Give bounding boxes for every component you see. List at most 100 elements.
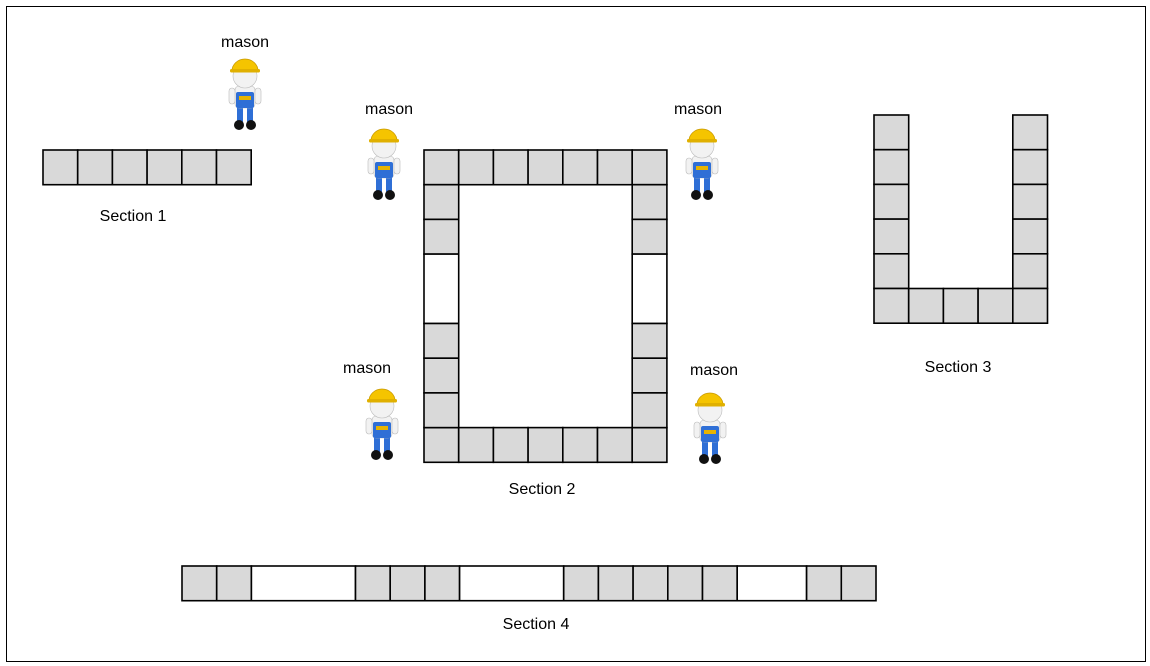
brick [459,150,494,185]
bricks-layer [43,115,1048,601]
brick [356,566,391,601]
arm [392,418,398,434]
worker-label: mason [690,362,738,379]
brick [424,150,459,185]
brick [943,289,978,324]
boot [246,120,256,130]
brick [874,150,909,185]
section-4-label: Section 4 [503,616,570,633]
tool-belt [696,166,708,170]
brick [217,150,252,185]
tool-belt [376,426,388,430]
boot [371,450,381,460]
mason-figure [366,389,398,460]
tool-belt [378,166,390,170]
brick [1013,219,1048,254]
arm [366,418,372,434]
brick [112,150,147,185]
brick [564,566,599,601]
brick [633,566,668,601]
leg [704,176,710,192]
brick [1013,184,1048,219]
boot [703,190,713,200]
brick [841,566,876,601]
brick [874,254,909,289]
arm [394,158,400,174]
brick [493,428,528,463]
brick [598,428,633,463]
brick [182,566,217,601]
worker-label: mason [221,34,269,51]
brick [1013,115,1048,150]
brick [459,428,494,463]
arm [694,422,700,438]
section-3-label: Section 3 [925,359,992,376]
brick [425,566,460,601]
arm [712,158,718,174]
brick [632,428,667,463]
brick [632,219,667,254]
arm [229,88,235,104]
brick [1013,254,1048,289]
brick [668,566,703,601]
leg [712,440,718,456]
leg [237,106,243,122]
brick [563,150,598,185]
tool-belt [239,96,251,100]
worker-label: mason [365,101,413,118]
leg [386,176,392,192]
brick-gap [737,566,806,601]
brick [978,289,1013,324]
arm [720,422,726,438]
boot [234,120,244,130]
brick [424,219,459,254]
section-1-label: Section 1 [100,208,167,225]
brick [217,566,252,601]
boot [699,454,709,464]
boot [711,454,721,464]
section-2-label: Section 2 [509,481,576,498]
mason-figure [694,393,726,464]
brick-gap [460,566,564,601]
brick [1013,289,1048,324]
brick [147,150,182,185]
brick [598,566,633,601]
brick [703,566,738,601]
boot [385,190,395,200]
leg [374,436,380,452]
brick [632,185,667,220]
brick-gap [251,566,355,601]
helmet-brim [230,69,260,73]
brick [424,428,459,463]
brick [528,150,563,185]
brick [598,150,633,185]
arm [686,158,692,174]
arm [368,158,374,174]
brick [874,289,909,324]
mason-figure [229,59,261,130]
helmet-brim [695,403,725,407]
brick [528,428,563,463]
leg [384,436,390,452]
brick [424,324,459,359]
brick [632,324,667,359]
brick [1013,150,1048,185]
brick [874,184,909,219]
worker-label: mason [343,360,391,377]
brick [807,566,842,601]
brick [43,150,78,185]
boot [373,190,383,200]
arm [255,88,261,104]
brick [390,566,425,601]
brick [182,150,217,185]
brick [493,150,528,185]
brick [563,428,598,463]
mason-figure [686,129,718,200]
brick [909,289,944,324]
brick-gap [424,254,459,323]
brick [78,150,113,185]
helmet-brim [687,139,717,143]
boot [691,190,701,200]
helmet-brim [367,399,397,403]
brick [632,393,667,428]
